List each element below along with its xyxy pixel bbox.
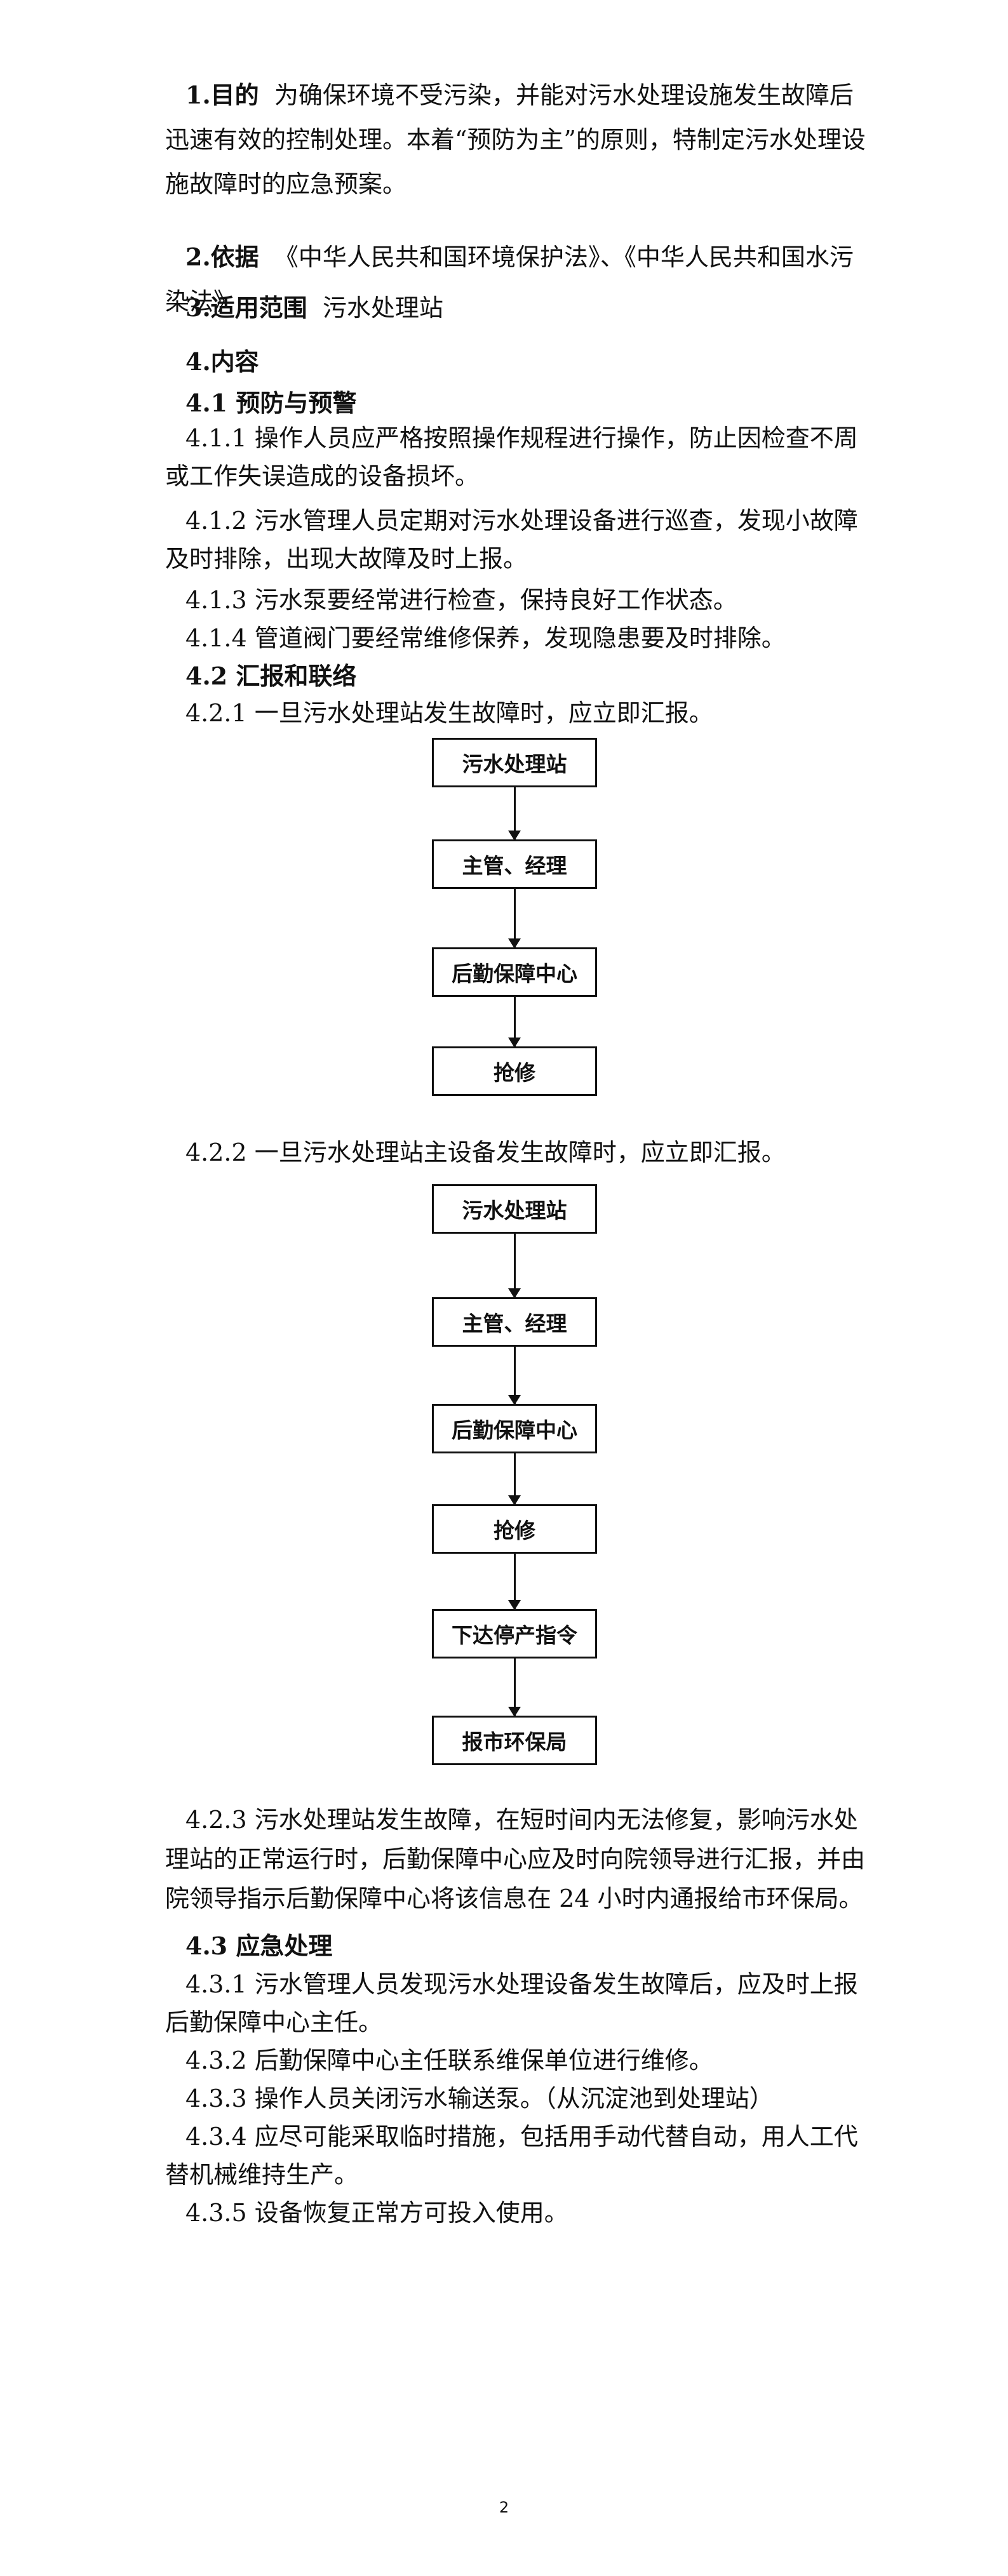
- flow1-arrow: [508, 997, 521, 1048]
- item-4-3-2: 4.3.2 后勤保障中心主任联系维保单位进行维修。: [185, 2046, 713, 2074]
- flow1-box-logistics-center: 后勤保障中心: [432, 947, 597, 997]
- flow2-arrow: [508, 1347, 521, 1405]
- section-scope-text: 污水处理站: [322, 294, 443, 322]
- item-4-3-4: 4.3.4 应尽可能采取临时措施，包括用手动代替自动，用人工代替机械维持生产。: [165, 2123, 858, 2189]
- section-basis-text: 《中华人民共和国环境保护法》、《中华人民共和国水污染法》: [165, 243, 854, 316]
- item-4-1-2: 4.1.2 污水管理人员定期对污水处理设备进行巡查，发现小故障及时排除，出现大故…: [165, 507, 858, 573]
- item-4-1-4: 4.1.4 管道阀门要经常维修保养，发现隐患要及时排除。: [185, 624, 786, 652]
- item-4-1-3: 4.1.3 污水泵要经常进行检查，保持良好工作状态。: [185, 586, 737, 614]
- flow2-box-report-epb: 报市环保局: [432, 1716, 597, 1765]
- section-basis-heading: 2.依据: [185, 243, 259, 271]
- flow1-box-manager: 主管、经理: [432, 839, 597, 889]
- flow1-box-repair: 抢修: [432, 1046, 597, 1096]
- item-4-3-5: 4.3.5 设备恢复正常方可投入使用。: [185, 2199, 568, 2227]
- section-basis: 2.依据 《中华人民共和国环境保护法》、《中华人民共和国水污染法》: [165, 235, 877, 324]
- flow2-box-sewage-station: 污水处理站: [432, 1184, 597, 1234]
- item-4-3-3: 4.3.3 操作人员关闭污水输送泵。（从沉淀池到处理站）: [185, 2085, 774, 2112]
- section-scope-heading: 3.适用范围: [185, 293, 307, 322]
- item-4-2-1: 4.2.1 一旦污水处理站发生故障时，应立即汇报。: [185, 699, 713, 727]
- item-4-1-1: 4.1.1 操作人员应严格按照操作规程进行操作，防止因检查不周或工作失误造成的设…: [165, 424, 858, 490]
- item-4-3-1: 4.3.1 污水管理人员发现污水处理设备发生故障后，应及时上报后勤保障中心主任。: [165, 1970, 858, 2036]
- flow2-arrow: [508, 1554, 521, 1610]
- flow2-box-manager: 主管、经理: [432, 1297, 597, 1347]
- item-4-2-2: 4.2.2 一旦污水处理站主设备发生故障时，应立即汇报。: [185, 1138, 786, 1166]
- section-4-2-heading: 4.2 汇报和联络: [185, 662, 357, 690]
- flow1-arrow: [508, 787, 521, 841]
- section-purpose-heading: 1.目的: [185, 81, 259, 109]
- section-scope: 3.适用范围 污水处理站: [165, 286, 877, 330]
- flow2-box-repair: 抢修: [432, 1504, 597, 1554]
- flow2-arrow: [508, 1658, 521, 1717]
- section-purpose: 1.目的 为确保环境不受污染，并能对污水处理设施发生故障后迅速有效的控制处理。本…: [165, 73, 877, 206]
- section-content-heading: 4.内容: [185, 347, 259, 376]
- flow2-box-logistics-center: 后勤保障中心: [432, 1404, 597, 1453]
- flow2-arrow: [508, 1453, 521, 1505]
- section-purpose-text: 为确保环境不受污染，并能对污水处理设施发生故障后迅速有效的控制处理。本着“预防为…: [165, 81, 866, 198]
- flow2-arrow: [508, 1234, 521, 1298]
- section-4-1-heading: 4.1 预防与预警: [185, 389, 357, 417]
- flow1-arrow: [508, 889, 521, 949]
- section-4-3-heading: 4.3 应急处理: [185, 1932, 333, 1960]
- flow1-box-sewage-station: 污水处理站: [432, 738, 597, 787]
- item-4-2-3: 4.2.3 污水处理站发生故障，在短时间内无法修复，影响污水处理站的正常运行时，…: [165, 1806, 866, 1912]
- page-number: 2: [499, 2499, 509, 2516]
- flow2-box-shutdown-order: 下达停产指令: [432, 1609, 597, 1658]
